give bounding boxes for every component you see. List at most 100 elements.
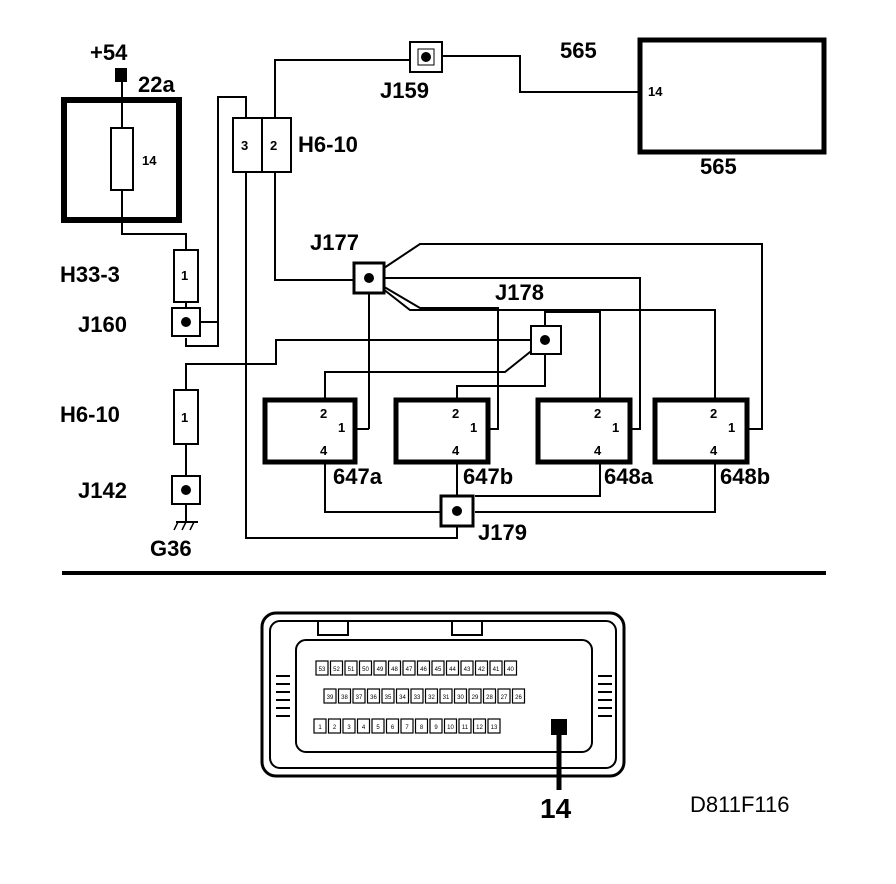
ecu-pin-label: 14 xyxy=(648,84,663,99)
connector-pin-31 xyxy=(439,688,453,704)
connector-pin-label: 35 xyxy=(385,695,392,701)
connector-pin-38 xyxy=(337,688,352,704)
ecu-bottom-label: 565 xyxy=(700,154,737,179)
connector-pin-label: 52 xyxy=(333,667,340,673)
connector-pin-label: 30 xyxy=(457,695,464,701)
connector-pin-6 xyxy=(385,718,400,734)
connector-pin-label: 4 xyxy=(362,725,366,731)
connector-pin-52 xyxy=(329,660,344,676)
connector-pin-53 xyxy=(315,660,329,676)
connector-pin-9 xyxy=(429,718,443,734)
connector-pin-label: 3 xyxy=(347,725,351,731)
svg-text:1: 1 xyxy=(612,420,619,435)
connector-pin-label: 7 xyxy=(405,725,409,731)
module-648a: 2 1 4 xyxy=(535,397,633,465)
connector-pin-4 xyxy=(356,718,371,734)
connector-pin-label: 39 xyxy=(327,695,334,701)
connector-pin-label: 5 xyxy=(376,725,380,731)
svg-text:1: 1 xyxy=(470,420,477,435)
svg-text:2: 2 xyxy=(594,406,601,421)
module-647b: 2 1 4 xyxy=(393,397,491,465)
connector-pin-49 xyxy=(373,660,387,676)
connector-pin-label: 9 xyxy=(434,725,438,731)
svg-text:4: 4 xyxy=(594,443,602,458)
ground-label: G36 xyxy=(150,536,192,561)
reference-code: D811F116 xyxy=(690,792,789,817)
svg-text:4: 4 xyxy=(320,443,328,458)
svg-text:2: 2 xyxy=(320,406,327,421)
connector-pin-40 xyxy=(503,660,518,676)
connector-pin-label: 10 xyxy=(447,725,454,731)
connector-pin-label: 42 xyxy=(478,667,485,673)
connector-pin-label: 48 xyxy=(391,667,398,673)
connector-pin-label: 27 xyxy=(501,695,508,701)
connector-pin-label: 11 xyxy=(462,725,469,731)
module-647a: 2 1 4 xyxy=(262,397,358,465)
connector-pin-label: 36 xyxy=(370,695,377,701)
connector-pin-7 xyxy=(400,718,414,734)
connector-pin-13 xyxy=(487,718,501,734)
connector-pin-label: 1 xyxy=(318,725,322,731)
connector-pin-label: 13 xyxy=(491,725,498,731)
supply-label: +54 xyxy=(90,40,128,65)
connector-pin-label: 2 xyxy=(333,725,337,731)
connector-pin-5 xyxy=(371,718,385,734)
ecu-top-label: 565 xyxy=(560,38,597,63)
connector-pin-label: 46 xyxy=(420,667,427,673)
connector-pin-label: 38 xyxy=(341,695,348,701)
h33-pin-label: 1 xyxy=(181,268,188,283)
connector-pin-39 xyxy=(323,688,337,704)
fuse-box xyxy=(61,97,182,223)
connector-pin-label: 33 xyxy=(414,695,421,701)
h6-lower-connector xyxy=(173,389,199,445)
connector-pin-label: 53 xyxy=(319,667,326,673)
module-648a-label: 648a xyxy=(604,464,654,489)
connector-pin-label: 29 xyxy=(472,695,479,701)
svg-text:1: 1 xyxy=(338,420,345,435)
connector-pin-2 xyxy=(327,718,342,734)
connector-pin-45 xyxy=(431,660,445,676)
connector-pin-27 xyxy=(497,688,511,704)
j142-label: J142 xyxy=(78,478,127,503)
connector-pin-46 xyxy=(416,660,431,676)
fuse-element xyxy=(110,127,134,191)
connector-pin-label: 44 xyxy=(449,667,456,673)
j177-label: J177 xyxy=(310,230,359,255)
connector-pin-11 xyxy=(458,718,472,734)
connector-pin-label: 28 xyxy=(486,695,493,701)
module-647b-label: 647b xyxy=(463,464,513,489)
connector-pin-label: 43 xyxy=(464,667,471,673)
h6-upper-pin3: 3 xyxy=(241,138,248,153)
connector-pin-26 xyxy=(511,688,526,704)
j160-dot xyxy=(181,317,191,327)
connector-pin-label: 34 xyxy=(399,695,406,701)
connector-pin-1 xyxy=(313,718,327,734)
connector-pin-8 xyxy=(414,718,429,734)
pin-14-highlight xyxy=(551,719,567,735)
connector-pin-12 xyxy=(472,718,487,734)
connector-pin-30 xyxy=(453,688,468,704)
connector-pin-44 xyxy=(445,660,460,676)
connector-pin-36 xyxy=(366,688,381,704)
svg-text:4: 4 xyxy=(452,443,460,458)
h6-lower-label: H6-10 xyxy=(60,402,120,427)
connector-pin-47 xyxy=(402,660,416,676)
connector-pin-42 xyxy=(474,660,489,676)
connector-pin-label: 8 xyxy=(420,725,424,731)
connector-pin-label: 32 xyxy=(428,695,435,701)
module-648b-label: 648b xyxy=(720,464,770,489)
supply-terminal xyxy=(115,68,127,82)
connector-pin-label: 51 xyxy=(348,667,355,673)
connector-pin-label: 41 xyxy=(493,667,500,673)
svg-text:1: 1 xyxy=(728,420,735,435)
connector-pin-34 xyxy=(395,688,410,704)
connector-pin-32 xyxy=(424,688,439,704)
connector-pin-43 xyxy=(460,660,474,676)
fuse-pin-label: 14 xyxy=(142,153,157,168)
svg-text:2: 2 xyxy=(452,406,459,421)
connector-pin-label: 49 xyxy=(377,667,384,673)
h6-upper-pin2: 2 xyxy=(270,138,277,153)
connector-pin-28 xyxy=(482,688,497,704)
connector-pin-51 xyxy=(344,660,358,676)
